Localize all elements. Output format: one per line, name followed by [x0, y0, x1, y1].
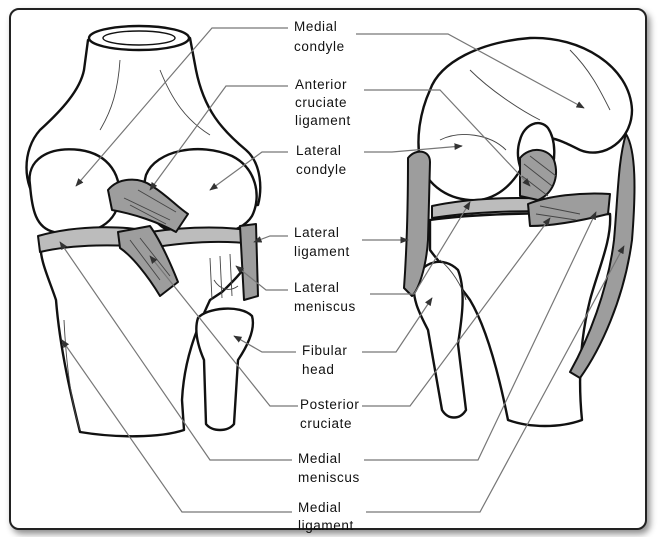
- label-lateral-ligament: Lateral ligament: [294, 225, 350, 259]
- label-fibular-head: Fibular head: [302, 343, 352, 377]
- label-medial-ligament: Medial ligament: [298, 500, 354, 533]
- left-medial-condyle: [30, 149, 120, 234]
- label-medial-condyle: Medial condyle: [294, 19, 345, 54]
- left-fibula: [196, 309, 253, 430]
- label-lateral-meniscus: Lateral meniscus: [294, 280, 356, 314]
- label-medial-meniscus: Medial meniscus: [298, 451, 360, 485]
- left-femur-top-inner: [103, 31, 175, 45]
- left-lateral-ligament: [240, 224, 258, 300]
- labels: Medial condyle Anterior cruciate ligamen…: [294, 19, 364, 533]
- label-anterior-cruciate-ligament: Anterior cruciate ligament: [295, 77, 351, 128]
- label-posterior-cruciate: Posterior cruciate: [300, 397, 364, 431]
- right-fibula: [414, 262, 466, 418]
- label-lateral-condyle: Lateral condyle: [296, 143, 347, 177]
